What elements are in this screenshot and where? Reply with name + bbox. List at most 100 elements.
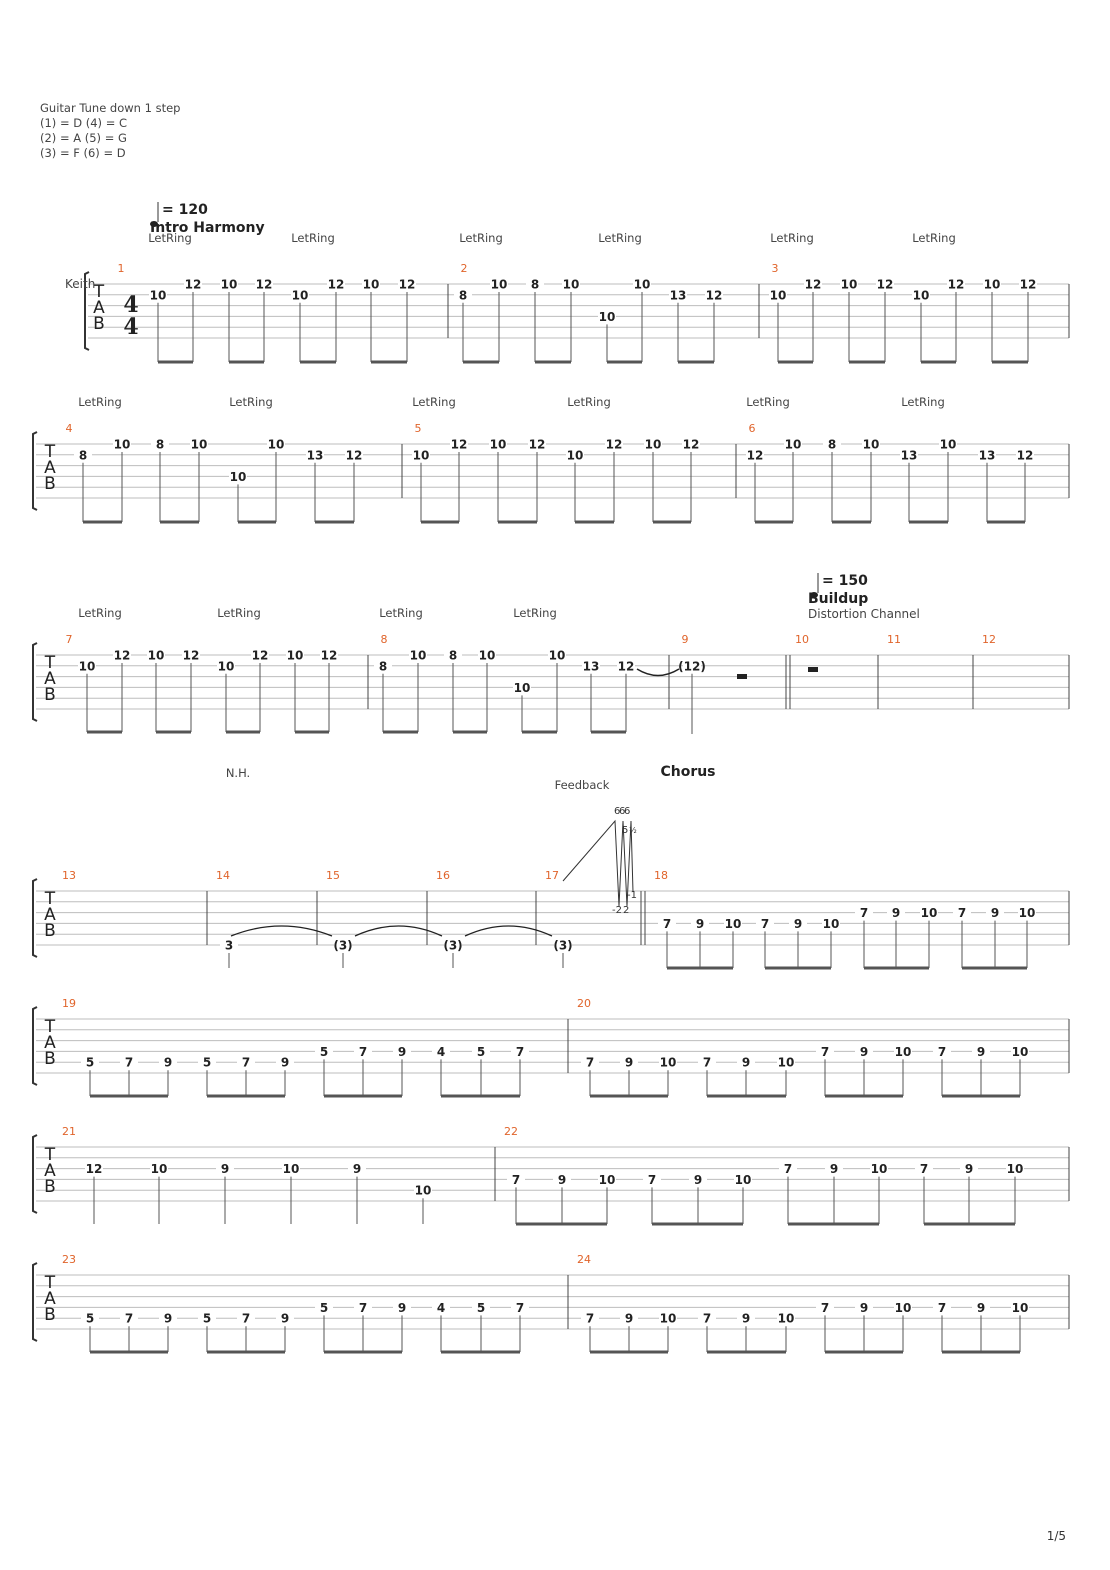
fret-bg — [454, 288, 472, 301]
fret-bg — [190, 438, 208, 450]
fret-number: 13 — [307, 448, 324, 462]
fret-bg — [643, 1173, 661, 1186]
fret-number: 9 — [281, 1056, 289, 1070]
fret-bg — [746, 448, 764, 461]
fret-number: (12) — [678, 659, 706, 673]
fret-number: 7 — [125, 1056, 133, 1070]
section-title: Chorus — [660, 764, 715, 780]
fret-bg — [855, 906, 873, 919]
fret-number: 7 — [938, 1045, 946, 1059]
fret-bg — [450, 438, 468, 450]
let-ring-label: LetRing — [912, 231, 956, 245]
page-number: 1/5 — [1046, 1529, 1066, 1543]
fret-bg — [409, 649, 427, 661]
fret-number: 9 — [794, 917, 802, 931]
fret-number: 12 — [399, 278, 416, 292]
fret-bg — [644, 438, 662, 450]
fret-bg — [548, 649, 566, 661]
measure-number: 13 — [62, 869, 76, 882]
fret-number: 10 — [230, 470, 247, 484]
fret-bg — [855, 1301, 873, 1314]
fret-number: 9 — [625, 1056, 633, 1070]
fret-bg — [659, 1312, 677, 1325]
fret-bg — [920, 906, 938, 919]
fret-number: 10 — [150, 288, 167, 302]
let-ring-label: LetRing — [901, 395, 945, 409]
fret-bg — [705, 288, 723, 301]
fret-number: 9 — [694, 1173, 702, 1187]
fret-bg — [276, 1312, 294, 1325]
fret-number: 9 — [977, 1301, 985, 1315]
let-ring-label: LetRing — [148, 231, 192, 245]
fret-number: 9 — [398, 1045, 406, 1059]
let-ring-label: LetRing — [770, 231, 814, 245]
fret-number: 5 — [203, 1312, 211, 1326]
fret-number: 12 — [321, 649, 338, 663]
fret-bg — [983, 278, 1001, 290]
bend-label: 6 — [619, 806, 625, 817]
tuning-line: (3) = F (6) = D — [40, 146, 126, 160]
tab-clef-letter: A — [44, 1289, 56, 1309]
measure-number: 5 — [415, 422, 422, 435]
fret-bg — [822, 917, 840, 930]
tab-clef-letter: B — [93, 314, 105, 334]
fret-number: 10 — [491, 278, 508, 292]
fret-bg — [472, 1301, 490, 1314]
fret-bg — [354, 1045, 372, 1058]
fret-bg — [472, 1045, 490, 1058]
fret-number: 9 — [991, 906, 999, 920]
fret-number: 8 — [79, 448, 87, 462]
measure-number: 17 — [545, 869, 559, 882]
measure-number: 1 — [118, 262, 125, 275]
measure-number: 19 — [62, 997, 76, 1010]
fret-number: 9 — [742, 1312, 750, 1326]
fret-number: 7 — [125, 1312, 133, 1326]
fret-number: 5 — [477, 1301, 485, 1315]
fret-bg — [327, 278, 345, 290]
tab-clef-letter: B — [44, 1049, 56, 1069]
fret-bg — [306, 448, 324, 461]
fret-bg — [804, 278, 822, 290]
tab-clef-letter: B — [44, 1305, 56, 1325]
fret-number: 10 — [921, 906, 938, 920]
fret-number: 7 — [920, 1162, 928, 1176]
fret-bg — [511, 1301, 529, 1314]
fret-bg — [528, 438, 546, 450]
fret-bg — [490, 278, 508, 290]
fret-bg — [553, 1173, 571, 1186]
fret-bg — [282, 1162, 300, 1175]
tuning-line: (2) = A (5) = G — [40, 131, 127, 145]
fret-bg — [315, 1045, 333, 1058]
measure-number: 23 — [62, 1253, 76, 1266]
fret-number: 12 — [328, 278, 345, 292]
fret-number: 9 — [696, 917, 704, 931]
fret-bg — [198, 1056, 216, 1069]
bend-label: -1 — [627, 890, 637, 901]
fret-bg — [658, 917, 676, 930]
fret-number: 7 — [516, 1301, 524, 1315]
let-ring-label: LetRing — [78, 395, 122, 409]
fret-bg — [1006, 1162, 1024, 1175]
fret-bg — [933, 1045, 951, 1058]
fret-bg — [972, 1301, 990, 1314]
fret-bg — [362, 278, 380, 290]
fret-bg — [315, 1301, 333, 1314]
fret-number: 10 — [413, 448, 430, 462]
fret-number: 10 — [1012, 1301, 1029, 1315]
system-bracket — [84, 271, 90, 351]
fret-bg — [698, 1056, 716, 1069]
fret-bg — [1018, 906, 1036, 919]
fret-number: 13 — [979, 448, 996, 462]
fret-number: (3) — [333, 939, 352, 953]
fret-bg — [81, 1056, 99, 1069]
fret-bg — [855, 1045, 873, 1058]
measure-number: 18 — [654, 869, 668, 882]
fret-number: 10 — [660, 1312, 677, 1326]
fret-bg — [414, 1184, 432, 1197]
bend-label: -2 — [612, 905, 622, 916]
measure-number: 20 — [577, 997, 591, 1010]
fret-bg — [151, 438, 169, 450]
fret-number: 7 — [938, 1301, 946, 1315]
half-rest — [737, 674, 747, 679]
fret-bg — [255, 278, 273, 290]
